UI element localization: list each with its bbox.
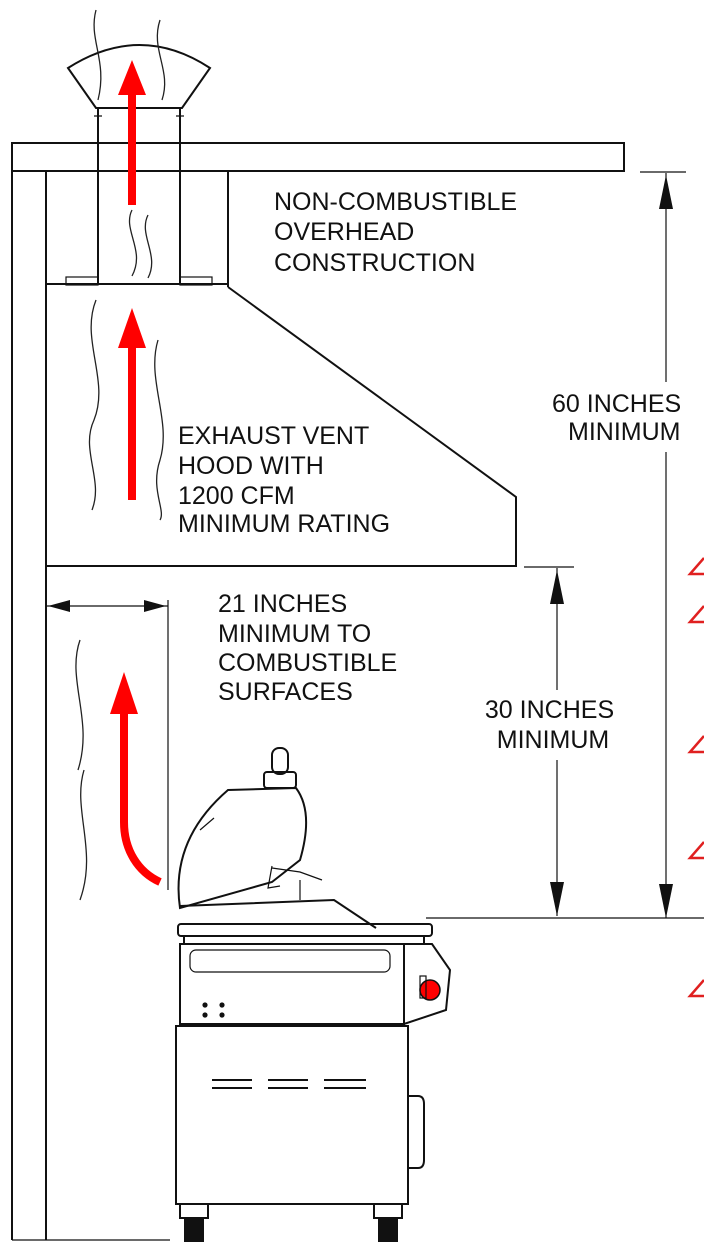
grill xyxy=(175,747,452,1242)
warning-triangle-icon xyxy=(687,605,704,624)
warning-triangle-icon xyxy=(687,841,704,860)
vertical-30-label: 30 INCHES MINIMUM xyxy=(485,696,621,754)
warning-triangle-icon xyxy=(687,979,704,998)
exhaust-duct xyxy=(66,44,212,284)
airflow-arrows xyxy=(110,60,162,886)
dimension-60-inches xyxy=(640,171,686,918)
warning-triangle-icon xyxy=(687,557,704,576)
dimension-21-inches xyxy=(46,600,169,890)
overhead-ceiling xyxy=(11,142,625,172)
wall xyxy=(11,172,170,1241)
smoke-lines xyxy=(75,9,166,901)
warning-triangle-icon xyxy=(687,735,704,754)
arrow-up-icon xyxy=(118,60,146,205)
side-clearance-label: 21 INCHES MINIMUM TO COMBUSTIBLE SURFACE… xyxy=(218,590,404,706)
exhaust-hood xyxy=(46,172,517,567)
arrow-up-icon xyxy=(110,672,162,886)
warning-markers xyxy=(687,557,704,998)
overhead-construction-label: NON-COMBUSTIBLE OVERHEAD CONSTRUCTION xyxy=(274,188,524,277)
exhaust-hood-label: EXHAUST VENT HOOD WITH 1200 CFM MINIMUM … xyxy=(178,422,390,538)
vertical-60-label: 60 INCHES MINIMUM xyxy=(552,390,688,446)
dimension-30-inches xyxy=(524,566,574,916)
arrow-up-icon xyxy=(118,308,146,500)
